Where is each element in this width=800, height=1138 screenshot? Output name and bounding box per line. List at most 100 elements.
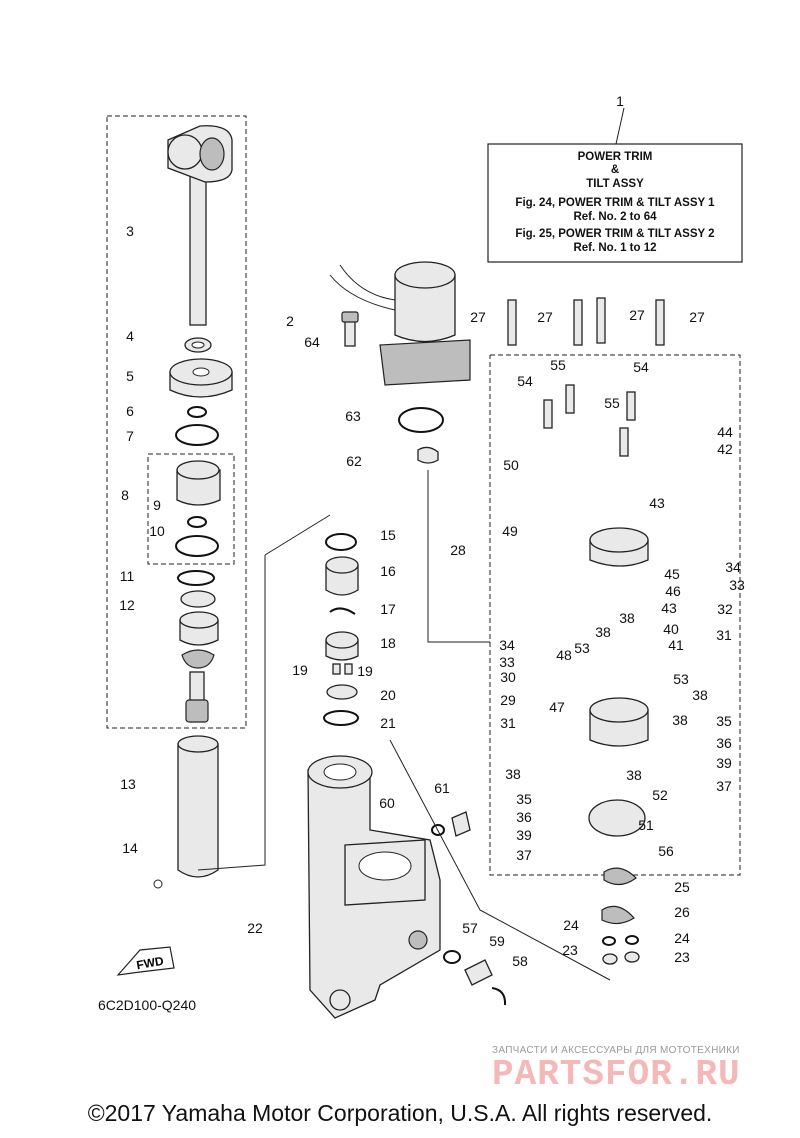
callout-38: 38 bbox=[692, 687, 708, 703]
callout-48: 48 bbox=[556, 647, 572, 663]
callout-43: 43 bbox=[649, 495, 665, 511]
title-box-line-5: Ref. No. 2 to 64 bbox=[573, 211, 657, 223]
callout-21: 21 bbox=[380, 715, 396, 731]
callout-60: 60 bbox=[379, 795, 395, 811]
callout-52: 52 bbox=[652, 787, 668, 803]
callout-58: 58 bbox=[512, 953, 528, 969]
fwd-label: FWD bbox=[135, 954, 165, 973]
callout-7: 7 bbox=[126, 428, 134, 444]
callout-18: 18 bbox=[380, 635, 396, 651]
callout-36: 36 bbox=[716, 735, 732, 751]
callout-59: 59 bbox=[489, 933, 505, 949]
callout-47: 47 bbox=[549, 699, 565, 715]
callout-22: 22 bbox=[247, 920, 263, 936]
callout-31: 31 bbox=[500, 715, 516, 731]
callout-63: 63 bbox=[345, 408, 361, 424]
callout-24: 24 bbox=[563, 917, 579, 933]
callout-12: 12 bbox=[119, 597, 135, 613]
callout-39: 39 bbox=[516, 827, 532, 843]
callout-14: 14 bbox=[122, 840, 138, 856]
title-box-line-1: POWER TRIM bbox=[578, 151, 653, 163]
callout-29: 29 bbox=[500, 692, 516, 708]
callout-56: 56 bbox=[658, 843, 674, 859]
callout-42: 42 bbox=[717, 441, 733, 457]
callout-33: 33 bbox=[499, 654, 515, 670]
title-box-line-7: Ref. No. 1 to 12 bbox=[573, 242, 656, 254]
callout-34: 34 bbox=[499, 637, 515, 653]
callout-27: 27 bbox=[537, 309, 553, 325]
callout-17: 17 bbox=[380, 601, 396, 617]
callout-53: 53 bbox=[574, 640, 590, 656]
callout-19: 19 bbox=[357, 663, 373, 679]
callout-15: 15 bbox=[380, 527, 396, 543]
callout-25: 25 bbox=[674, 879, 690, 895]
callout-27: 27 bbox=[470, 309, 486, 325]
callout-13: 13 bbox=[120, 776, 136, 792]
copyright-notice: ©2017 Yamaha Motor Corporation, U.S.A. A… bbox=[87, 1100, 713, 1126]
callout-43: 43 bbox=[661, 600, 677, 616]
callout-40: 40 bbox=[663, 621, 679, 637]
callout-44: 44 bbox=[717, 424, 733, 440]
callout-38: 38 bbox=[626, 767, 642, 783]
callout-54: 54 bbox=[633, 359, 649, 375]
callout-34: 34 bbox=[725, 559, 741, 575]
watermark-subtitle: ЗАПЧАСТИ И АКСЕССУАРЫ ДЛЯ МОТОТЕХНИКИ bbox=[492, 1045, 740, 1056]
title-box-line-6: Fig. 25, POWER TRIM & TILT ASSY 2 bbox=[515, 228, 714, 240]
lower-right-parts bbox=[601, 867, 640, 965]
title-box: 1 POWER TRIM & TILT ASSY Fig. 24, POWER … bbox=[487, 93, 743, 263]
callout-35: 35 bbox=[516, 791, 532, 807]
callout-57: 57 bbox=[462, 920, 478, 936]
callout-26: 26 bbox=[674, 904, 690, 920]
callout-38: 38 bbox=[595, 624, 611, 640]
callout-46: 46 bbox=[665, 583, 681, 599]
title-box-line-3: TILT ASSY bbox=[586, 178, 644, 190]
callout-23: 23 bbox=[674, 949, 690, 965]
left-assembly-group bbox=[106, 115, 247, 729]
callout-1: 1 bbox=[616, 93, 624, 109]
center-valve-stack bbox=[323, 533, 359, 726]
main-body-22 bbox=[307, 755, 441, 1019]
diagram-code: 6C2D100-Q240 bbox=[98, 997, 196, 1013]
cylinder-sleeve bbox=[153, 735, 219, 889]
callout-32: 32 bbox=[717, 601, 733, 617]
callout-61: 61 bbox=[434, 780, 450, 796]
callout-37: 37 bbox=[716, 778, 732, 794]
callout-20: 20 bbox=[380, 687, 396, 703]
callout-10: 10 bbox=[149, 523, 165, 539]
callout-38: 38 bbox=[505, 766, 521, 782]
callout-2: 2 bbox=[286, 313, 294, 329]
title-box-line-4: Fig. 24, POWER TRIM & TILT ASSY 1 bbox=[515, 197, 715, 209]
callout-23: 23 bbox=[562, 942, 578, 958]
callout-35: 35 bbox=[716, 713, 732, 729]
callout-38: 38 bbox=[672, 712, 688, 728]
callout-53: 53 bbox=[673, 671, 689, 687]
callout-39: 39 bbox=[716, 755, 732, 771]
callout-38: 38 bbox=[619, 610, 635, 626]
callout-31: 31 bbox=[716, 627, 732, 643]
guide-lines bbox=[197, 470, 611, 981]
callout-16: 16 bbox=[380, 563, 396, 579]
callout-27: 27 bbox=[689, 309, 705, 325]
trim-motor bbox=[329, 261, 471, 464]
callout-11: 11 bbox=[120, 568, 135, 584]
callout-5: 5 bbox=[126, 368, 134, 384]
callout-33: 33 bbox=[729, 577, 745, 593]
callout-51: 51 bbox=[638, 817, 654, 833]
callout-28: 28 bbox=[450, 542, 466, 558]
callout-55: 55 bbox=[550, 357, 566, 373]
callout-3: 3 bbox=[126, 223, 134, 239]
title-box-line-2: & bbox=[611, 164, 619, 176]
callout-30: 30 bbox=[500, 669, 516, 685]
callout-9: 9 bbox=[153, 497, 161, 513]
callout-45: 45 bbox=[664, 566, 680, 582]
side-valve-parts bbox=[431, 811, 507, 1006]
right-assembly-group bbox=[489, 297, 741, 876]
callout-27: 27 bbox=[629, 307, 645, 323]
callout-24: 24 bbox=[674, 930, 690, 946]
callout-41: 41 bbox=[668, 637, 684, 653]
callout-19: 19 bbox=[292, 662, 308, 678]
callout-64: 64 bbox=[304, 334, 320, 350]
fwd-arrow: FWD bbox=[116, 946, 175, 976]
